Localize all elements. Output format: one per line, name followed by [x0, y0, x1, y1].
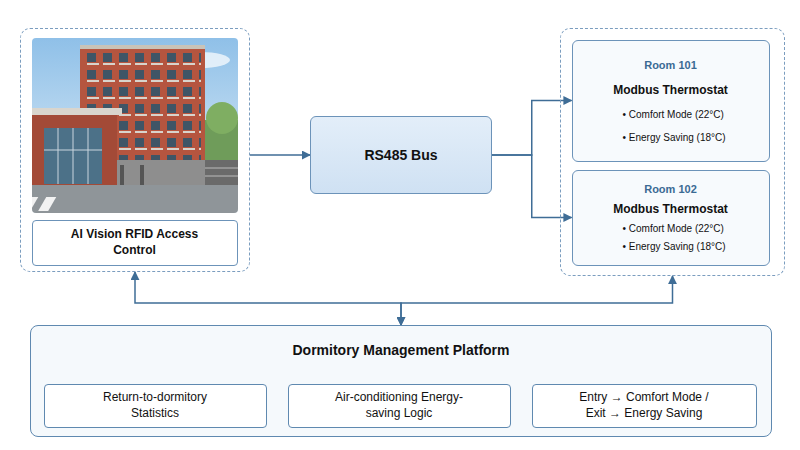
platform-box: Dormitory Management PlatformReturn-to-d…: [30, 325, 772, 437]
dashed-group: AI Vision RFID Access Control: [20, 28, 250, 272]
mode-item: • Energy Saving (18°C): [623, 241, 726, 252]
dashed-group: Room 101Modbus Thermostat • Comfort Mode …: [560, 28, 785, 276]
room-box: Room 101Modbus Thermostat • Comfort Mode …: [572, 40, 770, 162]
device-box: AI Vision RFID Access Control: [32, 220, 238, 266]
function-label: Return-to-dormitory Statistics: [80, 390, 230, 421]
platform-title: Dormitory Management Platform: [31, 342, 771, 358]
mode-item: • Comfort Mode (22°C): [623, 223, 724, 234]
device-name: Modbus Thermostat: [613, 202, 728, 216]
device-name: Modbus Thermostat: [613, 83, 728, 97]
label-text: AI Vision RFID Access Control: [60, 227, 210, 258]
mode-item: • Comfort Mode (22°C): [623, 109, 724, 120]
room-box: Room 102Modbus Thermostat • Comfort Mode …: [572, 170, 770, 266]
connector-arrow: [250, 154, 310, 156]
room-title: Room 102: [644, 183, 697, 195]
function-label: Entry → Comfort Mode / Exit → Energy Sav…: [569, 390, 719, 421]
connector-arrow: [401, 276, 673, 325]
function-box: Entry → Comfort Mode / Exit → Energy Sav…: [532, 384, 757, 428]
function-box: Air-conditioning Energy-saving Logic: [288, 384, 511, 428]
mode-item: • Energy Saving (18°C): [623, 132, 726, 143]
bus-box: RS485 Bus: [310, 116, 492, 194]
room-title: Room 101: [644, 59, 697, 71]
function-label: Air-conditioning Energy-saving Logic: [324, 390, 474, 421]
bus-label: RS485 Bus: [364, 147, 437, 163]
function-box: Return-to-dormitory Statistics: [44, 384, 267, 428]
connector-arrow: [135, 272, 401, 325]
